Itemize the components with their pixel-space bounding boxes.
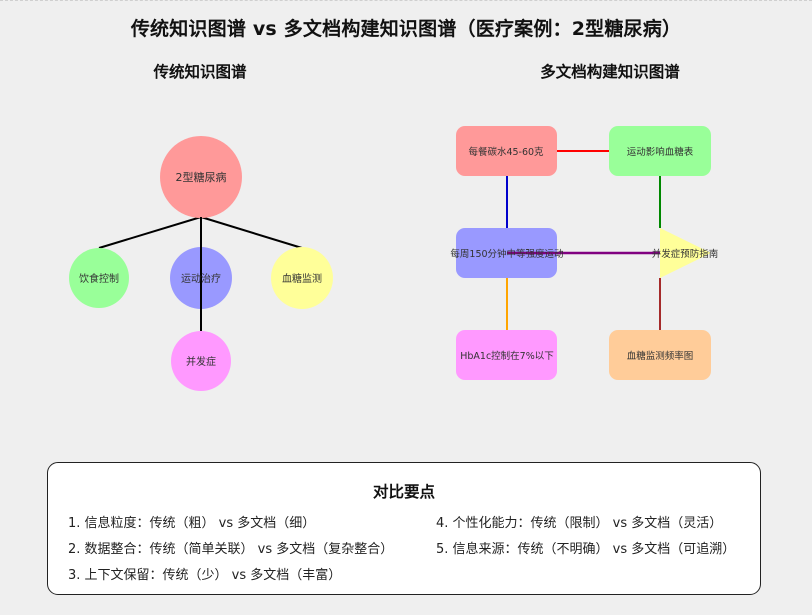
node-exercise-effect-table[interactable]: [609, 126, 711, 176]
multidoc-kg: 每餐碳水45-60克 运动影响血糖表 HbA1c控制在7%以下 血糖监测频率图 …: [450, 126, 718, 380]
node-diet-control[interactable]: [69, 248, 129, 308]
node-carbs-per-meal[interactable]: [456, 126, 557, 176]
node-exercise-label: 运动治疗: [181, 272, 221, 285]
node-hba1c-target[interactable]: [456, 330, 557, 380]
summary-item-source: 5. 信息来源：传统（不明确） vs 多文档（可追溯）: [436, 542, 736, 557]
node-hba1c-label: HbA1c控制在7%以下: [460, 350, 554, 362]
multidoc-kg-title: 多文档构建知识图谱: [540, 63, 680, 81]
node-complication-label: 并发症: [186, 355, 216, 368]
traditional-kg: 2型糖尿病 饮食控制 血糖监测 并发症 运动治疗: [69, 136, 333, 391]
summary-item-granularity: 1. 信息粒度：传统（粗） vs 多文档（细）: [68, 516, 316, 531]
top-dashed-border: [0, 0, 812, 1]
summary-item-integration: 2. 数据整合：传统（简单关联） vs 多文档（复杂整合）: [68, 542, 394, 557]
node-glucose-label: 血糖监测: [282, 272, 322, 285]
node-complication-guide[interactable]: [660, 228, 711, 278]
edge-center-glucose: [200, 216, 303, 249]
node-carbs-label: 每餐碳水45-60克: [468, 146, 544, 158]
comparison-summary-panel: 对比要点 1. 信息粒度：传统（粗） vs 多文档（细） 2. 数据整合：传统（…: [47, 462, 761, 595]
node-center-label: 2型糖尿病: [176, 170, 227, 184]
node-complication-guide-label: 并发症预防指南: [652, 248, 719, 260]
node-glucose-monitor[interactable]: [271, 247, 333, 309]
summary-item-context: 3. 上下文保留：传统（少） vs 多文档（丰富）: [68, 568, 342, 583]
node-complication[interactable]: [171, 331, 231, 391]
node-center-diabetes[interactable]: [160, 136, 242, 218]
page-title: 传统知识图谱 vs 多文档构建知识图谱（医疗案例：2型糖尿病）: [130, 18, 682, 40]
edge-center-diet: [98, 216, 202, 249]
node-exercise-effect-label: 运动影响血糖表: [627, 146, 694, 158]
summary-item-personalization: 4. 个性化能力：传统（限制） vs 多文档（灵活）: [436, 516, 723, 531]
summary-title: 对比要点: [372, 483, 435, 501]
traditional-kg-title: 传统知识图谱: [153, 63, 247, 81]
node-exercise-plan[interactable]: [456, 228, 557, 278]
node-monitor-frequency-label: 血糖监测频率图: [627, 350, 694, 362]
node-exercise-plan-label: 每周150分钟中等强度运动: [450, 248, 563, 260]
node-diet-label: 饮食控制: [79, 272, 119, 285]
node-monitor-frequency[interactable]: [609, 330, 711, 380]
